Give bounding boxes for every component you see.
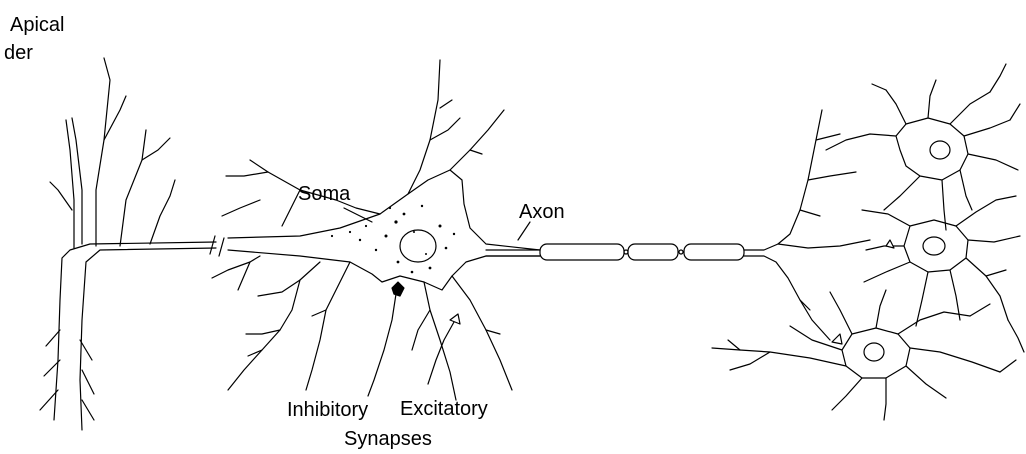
label-soma: Soma [298, 183, 350, 205]
inhibitory-synapse [368, 282, 404, 396]
soma [212, 60, 540, 400]
label-axon: Axon [519, 201, 565, 223]
target-neuron-middle [862, 196, 1024, 352]
excitatory-synapse [428, 314, 460, 384]
label-excitatory: Excitatory [400, 398, 488, 420]
target-neuron-bottom [712, 290, 1016, 420]
label-apical: Apical [10, 14, 64, 36]
label-inhibitory: Inhibitory [287, 399, 368, 421]
apical-dendrite [40, 58, 216, 430]
target-neuron-top [826, 64, 1020, 230]
label-synapses: Synapses [344, 428, 432, 450]
axon [486, 110, 870, 340]
label-dendrite-fragment: der [4, 42, 33, 64]
pointer-lines [344, 208, 530, 240]
break-marks [210, 236, 224, 256]
